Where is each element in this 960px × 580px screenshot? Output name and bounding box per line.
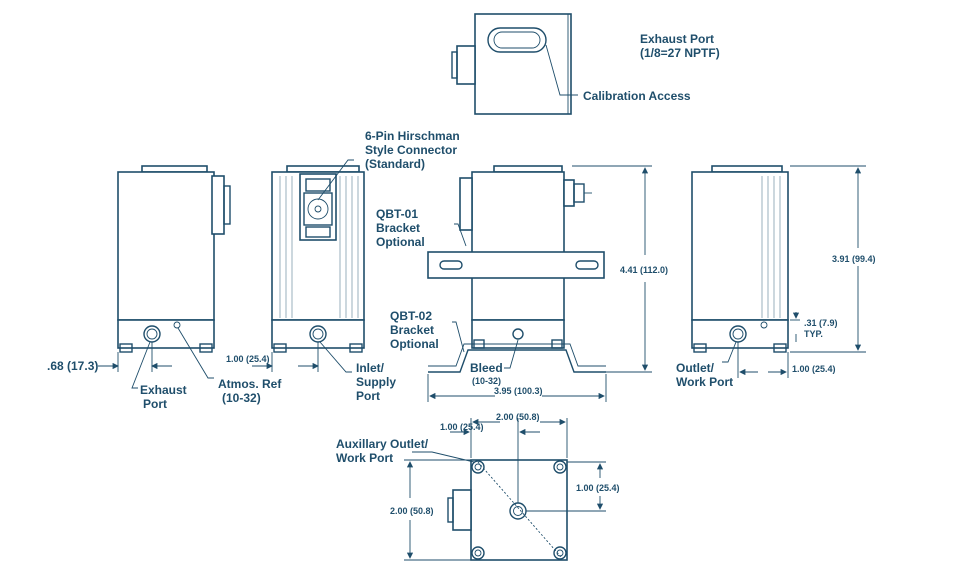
connector-leader bbox=[317, 159, 354, 201]
top-view bbox=[451, 13, 572, 115]
dim-100-side-label: 1.00 (25.4) bbox=[226, 354, 270, 364]
connector-label-2: Style Connector bbox=[365, 143, 457, 157]
outlet-label-1: Outlet/ bbox=[676, 361, 715, 375]
outlet-leader bbox=[722, 341, 737, 363]
atmos-ref-leader bbox=[177, 327, 214, 379]
exhaust-port-label-1: Exhaust bbox=[140, 383, 187, 397]
dim-031-label: .31 (7.9) bbox=[804, 318, 838, 328]
qbt01-label-2: Bracket bbox=[376, 221, 420, 235]
qbt02-label-3: Optional bbox=[390, 337, 439, 351]
outlet-label-2: Work Port bbox=[676, 375, 733, 389]
dim-395-label: 3.95 (100.3) bbox=[494, 386, 543, 396]
dim-391-label: 3.91 (99.4) bbox=[832, 254, 876, 264]
dim-068-label: .68 (17.3) bbox=[47, 359, 98, 373]
atmos-ref-label-1: Atmos. Ref bbox=[218, 377, 282, 391]
dim-100-bottom-right-label: 1.00 (25.4) bbox=[576, 483, 620, 493]
bleed-leader bbox=[504, 339, 519, 369]
aux-label-2: Work Port bbox=[336, 451, 393, 465]
side-view-right bbox=[691, 165, 789, 353]
qbt01-leader bbox=[454, 223, 467, 247]
exhaust-port-leader bbox=[131, 341, 151, 389]
qbt01-label-3: Optional bbox=[376, 235, 425, 249]
inlet-label-3: Port bbox=[356, 389, 380, 403]
exhaust-port-top-spec: (1/8=27 NPTF) bbox=[640, 46, 720, 60]
bleed-label-2: (10-32) bbox=[472, 376, 501, 386]
qbt02-label-1: QBT-02 bbox=[390, 309, 432, 323]
connector-label-1: 6-Pin Hirschman bbox=[365, 129, 460, 143]
exhaust-port-label-2: Port bbox=[143, 397, 167, 411]
qbt02-label-2: Bracket bbox=[390, 323, 434, 337]
calibration-leader bbox=[545, 44, 578, 96]
exhaust-port-top-label: Exhaust Port bbox=[640, 32, 714, 46]
inlet-label-1: Inlet/ bbox=[356, 361, 385, 375]
dim-441-label: 4.41 (112.0) bbox=[620, 265, 668, 275]
aux-leader bbox=[412, 451, 475, 463]
side-view-connector bbox=[271, 165, 365, 353]
bottom-view bbox=[447, 459, 568, 561]
dim-typ-label: TYP. bbox=[804, 329, 823, 339]
dim-200-bottom-left-label: 2.00 (50.8) bbox=[390, 506, 434, 516]
qbt02-leader bbox=[452, 321, 465, 353]
atmos-ref-label-2: (10-32) bbox=[222, 391, 261, 405]
inlet-leader bbox=[319, 341, 352, 373]
dim-100-bottom-top-label: 1.00 (25.4) bbox=[440, 422, 484, 432]
connector-label-3: (Standard) bbox=[365, 157, 425, 171]
calibration-access-label: Calibration Access bbox=[583, 89, 691, 103]
aux-label-1: Auxillary Outlet/ bbox=[336, 437, 429, 451]
front-view-brackets bbox=[427, 165, 606, 373]
inlet-label-2: Supply bbox=[356, 375, 396, 389]
bleed-label-1: Bleed bbox=[470, 361, 503, 375]
dim-100-right-label: 1.00 (25.4) bbox=[792, 364, 836, 374]
dim-200-bottom-top-label: 2.00 (50.8) bbox=[496, 412, 540, 422]
side-view-left bbox=[117, 165, 231, 353]
qbt01-label-1: QBT-01 bbox=[376, 207, 418, 221]
